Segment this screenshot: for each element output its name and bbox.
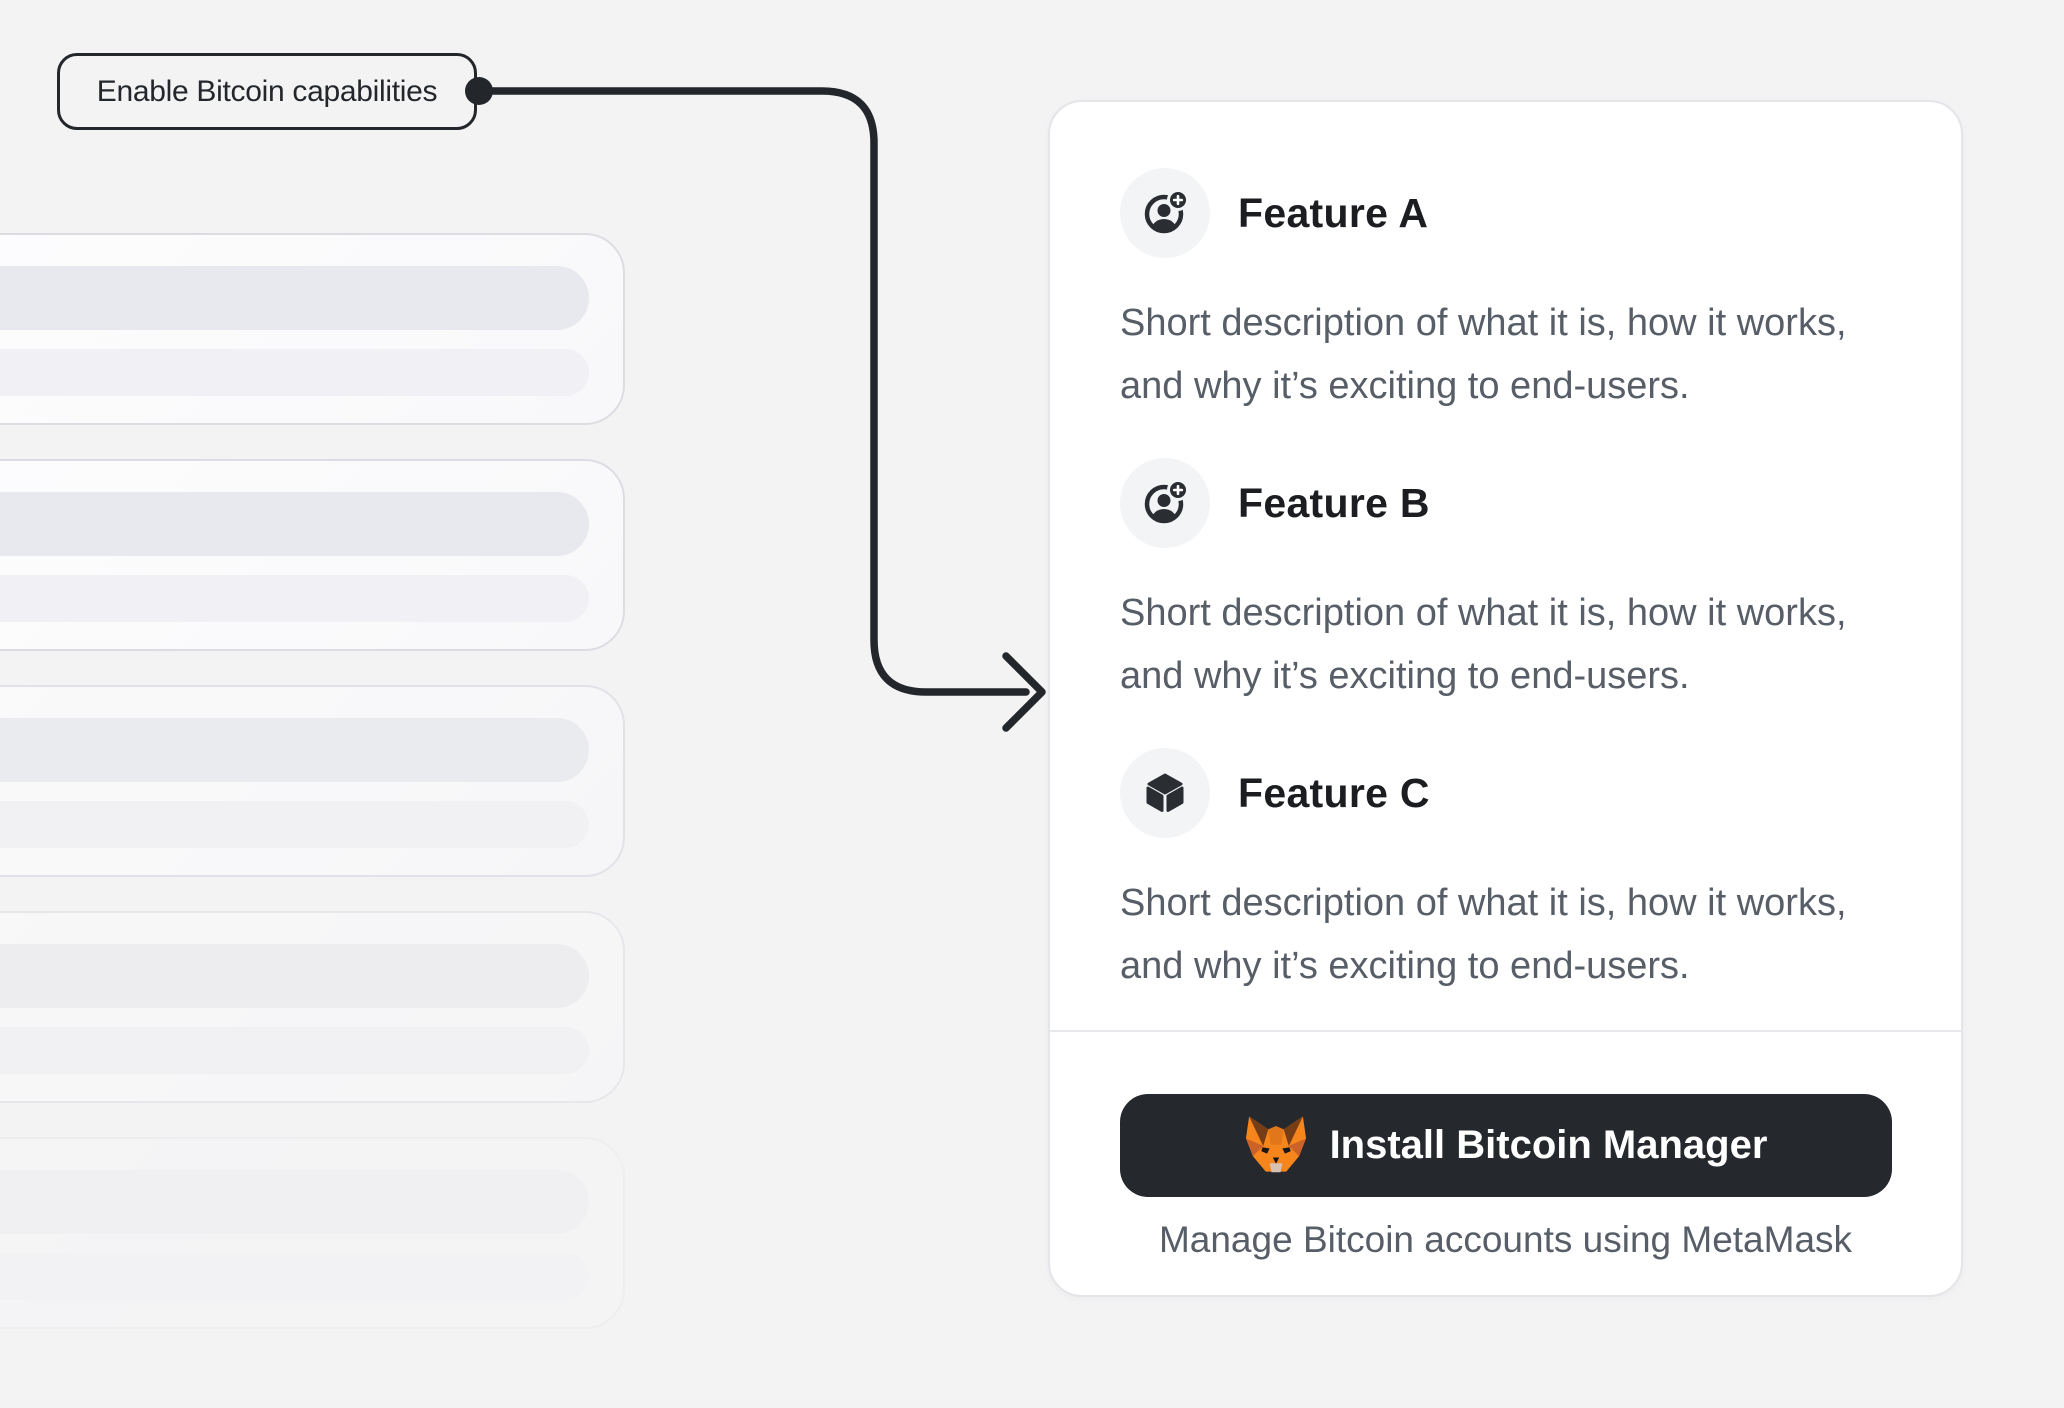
feature-a-title: Feature A xyxy=(1238,189,1429,236)
skeleton-list xyxy=(0,0,700,1408)
feature-a-header: Feature A xyxy=(1120,168,1891,258)
user-add-icon xyxy=(1120,168,1210,258)
skeleton-bar xyxy=(0,1253,589,1300)
skeleton-bar xyxy=(0,349,589,396)
arrowhead-icon xyxy=(1002,652,1046,732)
skeleton-card xyxy=(0,685,625,877)
feature-item-c: Feature C Short description of what it i… xyxy=(1120,748,1891,998)
skeleton-bar xyxy=(0,1170,589,1234)
feature-b-description: Short description of what it is, how it … xyxy=(1120,592,1847,697)
feature-item-b: Feature B Short description of what it i… xyxy=(1120,458,1891,708)
feature-b-title: Feature B xyxy=(1238,479,1430,526)
feature-list: Feature A Short description of what it i… xyxy=(1050,102,1961,1032)
feature-a-description: Short description of what it is, how it … xyxy=(1120,302,1847,407)
skeleton-card xyxy=(0,459,625,651)
skeleton-bar xyxy=(0,944,589,1008)
annotation-label-text: Enable Bitcoin capabilities xyxy=(96,74,438,108)
skeleton-bar xyxy=(0,1027,589,1074)
skeleton-bar xyxy=(0,718,589,782)
install-button-label: Install Bitcoin Manager xyxy=(1329,1123,1768,1167)
feature-panel: Feature A Short description of what it i… xyxy=(1048,100,1963,1297)
metamask-fox-icon xyxy=(1245,1116,1306,1172)
skeleton-card xyxy=(0,1137,625,1329)
skeleton-card xyxy=(0,233,625,425)
skeleton-bar xyxy=(0,575,589,622)
user-add-icon xyxy=(1120,458,1210,548)
feature-c-title: Feature C xyxy=(1238,769,1430,816)
feature-item-a: Feature A Short description of what it i… xyxy=(1120,168,1891,418)
feature-c-header: Feature C xyxy=(1120,748,1891,838)
annotation-label: Enable Bitcoin capabilities xyxy=(57,53,477,130)
skeleton-bar xyxy=(0,801,589,848)
feature-b-header: Feature B xyxy=(1120,458,1891,548)
skeleton-card xyxy=(0,911,625,1103)
feature-c-description: Short description of what it is, how it … xyxy=(1120,882,1847,987)
skeleton-bar xyxy=(0,266,589,330)
cube-icon xyxy=(1120,748,1210,838)
install-bitcoin-manager-button[interactable]: Install Bitcoin Manager xyxy=(1119,1094,1892,1197)
panel-footer: Install Bitcoin Manager Manage Bitcoin a… xyxy=(1050,1032,1961,1295)
panel-caption: Manage Bitcoin accounts using MetaMask xyxy=(1158,1219,1853,1260)
skeleton-bar xyxy=(0,492,589,556)
